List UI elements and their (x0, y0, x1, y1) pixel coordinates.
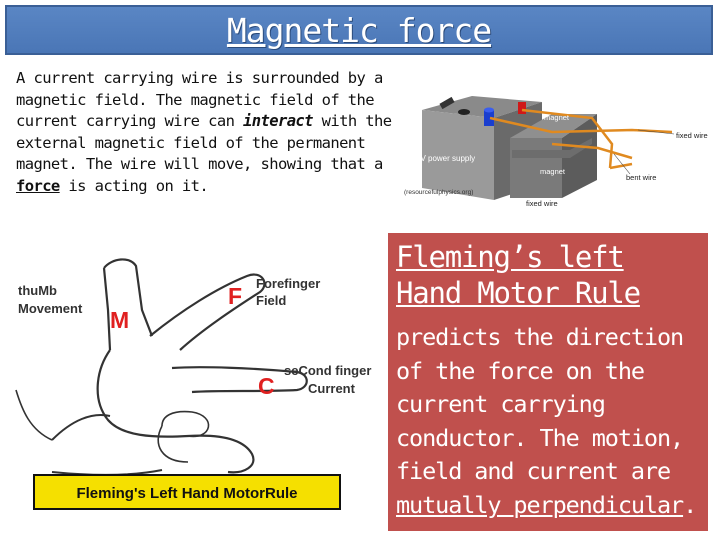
intro-text-2: with the external magnetic field of the … (16, 112, 392, 174)
letter-c: C (258, 373, 275, 399)
second-finger-outline (171, 366, 308, 394)
motor-diagram: magnet magnet 2V power supply (resourcef… (404, 96, 708, 208)
label-magnet-bottom: magnet (540, 167, 566, 176)
label-power-supply: 2V power supply (416, 154, 475, 163)
thumb-outline-left (102, 267, 112, 351)
bent-wire (521, 108, 614, 169)
label-source: (resourcefulphysics.org) (404, 189, 473, 196)
label-fixed-wire-bottom: fixed wire (526, 199, 558, 208)
intro-paragraph: A current carrying wire is surrounded by… (16, 68, 396, 198)
switch (439, 96, 455, 110)
letter-m: M (110, 307, 129, 333)
magnet-gap (512, 138, 592, 158)
intro-text-1: A current carrying wire is surrounded by… (16, 69, 383, 131)
rule-text-1: predicts the direction of the force on t… (396, 323, 684, 485)
terminal-blue (484, 110, 494, 126)
label-second-finger: seCond finger (284, 363, 371, 378)
label-thumb: thuMb (18, 283, 57, 298)
caption-text: Fleming's Left Hand MotorRule (76, 485, 297, 502)
thumb-outline (103, 258, 154, 337)
intro-force-word: force (16, 176, 60, 195)
label-magnet-top: magnet (544, 113, 570, 122)
forefinger-outline (149, 273, 266, 351)
magnet-top-face (510, 114, 597, 138)
intro-emphasis: interact (243, 112, 313, 131)
palm-outline (96, 349, 255, 474)
wire-mid (551, 142, 633, 160)
wrist-outline (51, 414, 111, 441)
terminal-hole (458, 109, 470, 115)
label-bent-wire: bent wire (626, 173, 656, 182)
power-supply-front (422, 110, 494, 200)
magnet-side (562, 114, 597, 198)
letter-f: F (228, 283, 242, 309)
power-supply-top (422, 96, 542, 118)
folded-finger-2 (157, 425, 189, 463)
wrist-back (15, 389, 53, 441)
label-forefinger: Forefinger (256, 276, 320, 291)
caption-box (33, 474, 341, 510)
pointer-fixed (637, 129, 675, 135)
label-fixed-wire-right: fixed wire (676, 131, 708, 140)
rule-box: Fleming’s left Hand Motor Rule predicts … (388, 233, 708, 531)
wire-end (609, 162, 633, 170)
rule-heading: Fleming’s left Hand Motor Rule (396, 240, 641, 310)
intro-text-3: is acting on it. (59, 176, 209, 195)
rule-text: predicts the direction of the force on t… (396, 321, 700, 522)
label-field: Field (256, 293, 286, 308)
rule-text-emphasis: mutually perpendicular (396, 490, 684, 519)
title-bar: Magnetic force (5, 5, 713, 55)
terminal-blue-top (484, 107, 494, 113)
folded-finger-1 (161, 410, 210, 438)
label-movement: Movement (18, 301, 83, 316)
page-title: Magnetic force (226, 10, 492, 50)
hand-diagram: thuMb Movement M F Forefinger Field C se… (15, 258, 371, 510)
label-current: Current (308, 381, 356, 396)
fixed-wire-top (489, 116, 673, 134)
terminal-red (518, 102, 526, 114)
pointer-bent (613, 153, 631, 175)
rule-text-2: . (683, 490, 697, 519)
